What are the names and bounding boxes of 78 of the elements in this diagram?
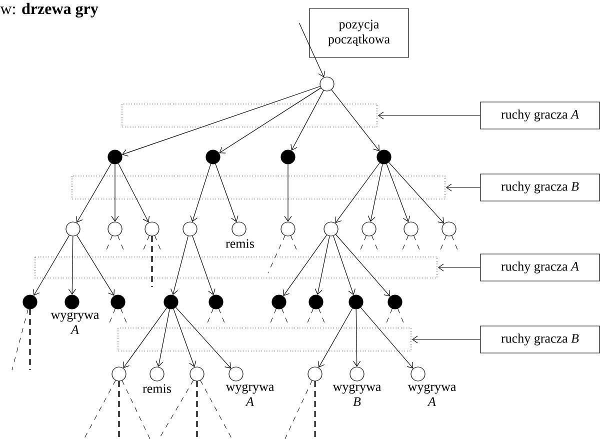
- open-circle: [228, 366, 244, 382]
- open-circle: [362, 222, 376, 236]
- arrow: [283, 234, 328, 296]
- arrow: [176, 307, 232, 369]
- arrow: [333, 236, 356, 296]
- arrow: [123, 308, 168, 368]
- arrow: [173, 308, 196, 368]
- arrow: [446, 184, 480, 192]
- arrow: [368, 164, 383, 222]
- open-circle: [320, 76, 334, 92]
- filled-circle: [164, 294, 178, 310]
- arrow: [284, 164, 292, 222]
- filled-circle: [108, 150, 122, 164]
- filled-circle: [348, 294, 364, 310]
- arrow: [331, 89, 380, 152]
- label-box: ruchy gracza A: [480, 102, 600, 130]
- arrow: [76, 163, 112, 223]
- arrow: [360, 307, 414, 368]
- arrow: [156, 308, 170, 367]
- open-circle: [232, 222, 246, 236]
- open-circle: [66, 222, 80, 236]
- arrow: [33, 235, 70, 296]
- arrow: [170, 236, 188, 295]
- arrow: [438, 264, 480, 272]
- outcome-label: wygrywa A: [408, 384, 456, 406]
- outcome-label: wygrywa B: [332, 384, 382, 406]
- arrow: [298, 22, 326, 78]
- open-circle: [410, 366, 426, 382]
- arrow: [111, 164, 119, 222]
- filled-circle: [272, 294, 286, 310]
- arrow: [215, 164, 238, 222]
- filled-circle: [22, 294, 38, 310]
- outcome-label: remis: [226, 239, 254, 248]
- arrow: [388, 162, 444, 224]
- filled-circle: [110, 294, 126, 310]
- open-circle: [182, 222, 198, 236]
- open-circle: [308, 366, 322, 382]
- arrow: [378, 112, 480, 120]
- arrow: [412, 336, 480, 344]
- outcome-label: remis: [142, 384, 171, 393]
- arrow: [219, 88, 322, 154]
- open-circle: [404, 222, 418, 236]
- outcome-label: wygrywa A: [50, 312, 100, 334]
- open-circle: [442, 222, 456, 236]
- filled-circle: [376, 150, 392, 164]
- open-circle: [324, 222, 338, 236]
- open-circle: [150, 366, 164, 382]
- open-circle: [350, 366, 364, 382]
- filled-circle: [64, 294, 80, 310]
- open-circle: [280, 222, 296, 236]
- filled-circle: [206, 150, 220, 164]
- arrow: [353, 309, 361, 367]
- open-circle: [190, 366, 204, 382]
- filled-circle: [208, 294, 224, 310]
- text-box: pozycja początkowa: [309, 8, 409, 58]
- arrow: [314, 236, 330, 295]
- arrow: [68, 236, 76, 295]
- arrow: [192, 236, 216, 296]
- arrow: [190, 164, 212, 222]
- filled-circle: [280, 150, 296, 164]
- label-box: ruchy gracza A: [480, 254, 600, 282]
- open-circle: [144, 222, 160, 236]
- outcome-label: wygrywa A: [226, 384, 274, 406]
- arrow: [118, 163, 150, 222]
- arrow: [318, 308, 353, 368]
- filled-circle: [388, 294, 402, 310]
- open-circle: [112, 366, 126, 382]
- label-box: ruchy gracza B: [480, 174, 600, 202]
- arrow: [386, 164, 410, 222]
- heading: w: drzewa gry: [0, 2, 98, 18]
- arrow: [122, 86, 320, 156]
- label-box: ruchy gracza B: [480, 326, 600, 354]
- arrow: [76, 234, 115, 296]
- open-circle: [108, 222, 122, 236]
- filled-circle: [308, 294, 324, 310]
- arrow: [336, 234, 390, 297]
- arrow: [335, 162, 380, 224]
- arrow: [290, 90, 324, 151]
